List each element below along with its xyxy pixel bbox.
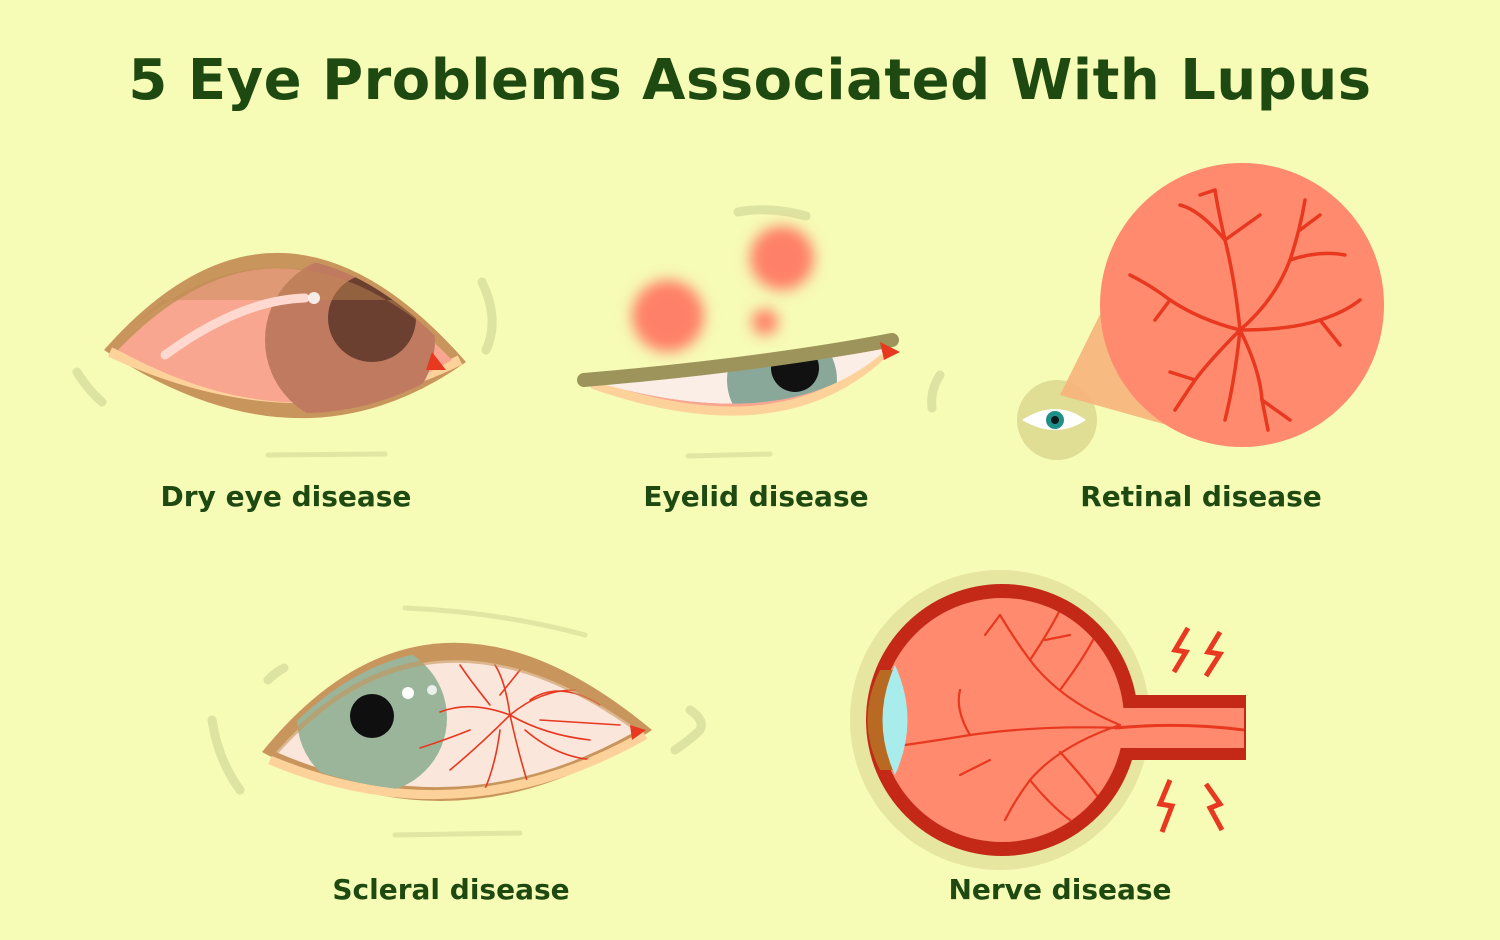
eyeball-optic-nerve-icon xyxy=(850,570,1246,870)
red-sclera-eye-icon xyxy=(207,605,706,838)
eyelid-rash-icon xyxy=(577,205,945,459)
page-title: 5 Eye Problems Associated With Lupus xyxy=(128,48,1372,113)
label-nerve-disease: Nerve disease xyxy=(948,873,1172,906)
label-scleral-disease: Scleral disease xyxy=(332,873,570,906)
label-retinal-disease: Retinal disease xyxy=(1080,480,1322,513)
label-eyelid-disease: Eyelid disease xyxy=(643,480,869,513)
label-dry-eye-disease: Dry eye disease xyxy=(160,480,412,513)
retina-vessels-icon xyxy=(1017,163,1384,460)
dry-eye-icon xyxy=(72,252,497,458)
